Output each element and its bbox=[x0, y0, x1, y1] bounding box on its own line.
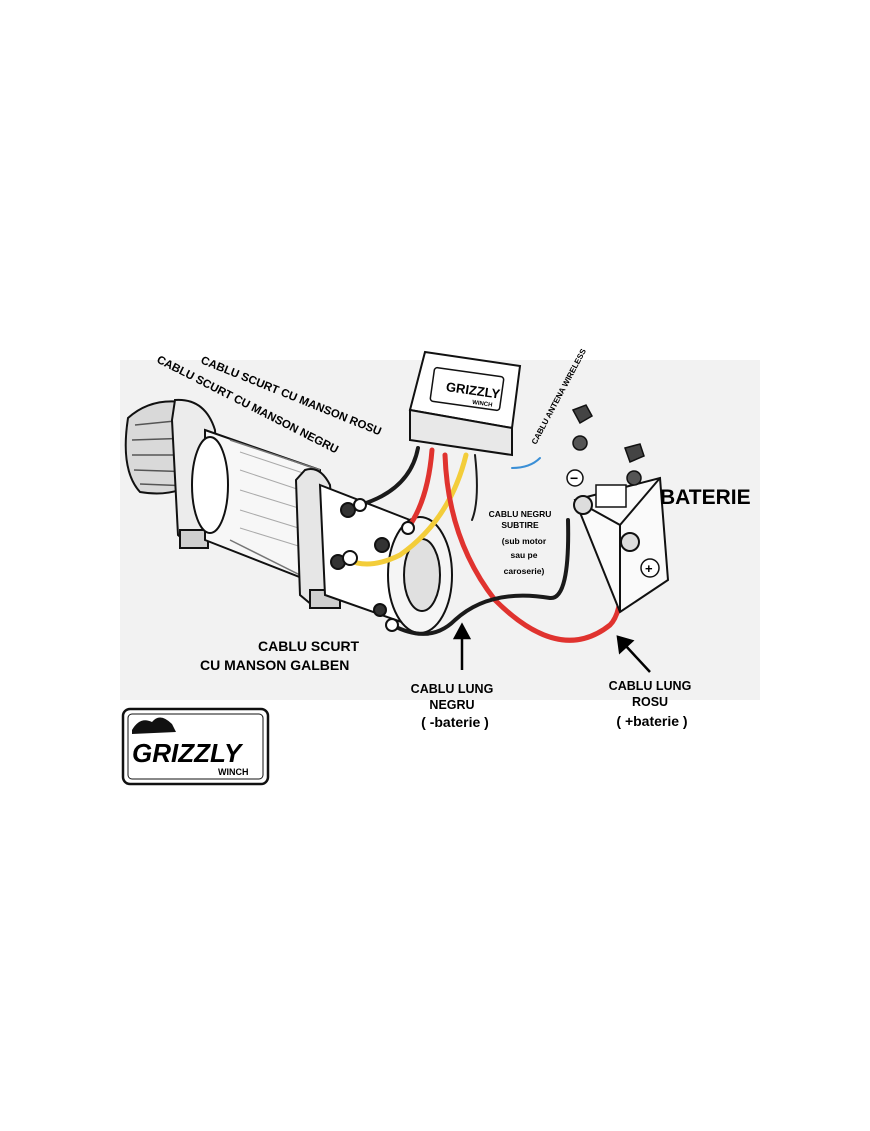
antenna-wire bbox=[511, 457, 541, 469]
label-thin-black-note-3: caroserie) bbox=[504, 566, 545, 576]
long-black-cable bbox=[390, 518, 571, 636]
corner-logo-sub: WINCH bbox=[218, 767, 249, 777]
short-black-cable bbox=[358, 446, 420, 507]
battery-positive-post bbox=[620, 532, 640, 552]
battery-plus-label: + bbox=[645, 561, 653, 576]
battery-negative-post bbox=[573, 495, 593, 515]
battery-plus-symbol bbox=[640, 558, 660, 578]
thin-black-cable bbox=[471, 454, 478, 521]
bear-icon bbox=[132, 717, 176, 734]
battery: + bbox=[573, 476, 670, 614]
label-short-yellow-2: CU MANSON GALBEN bbox=[200, 657, 349, 673]
label-long-black-1: CABLU LUNG bbox=[411, 682, 494, 696]
ring-terminals bbox=[342, 498, 415, 632]
label-battery: BATERIE bbox=[660, 486, 751, 509]
label-long-black-3: ( -baterie ) bbox=[421, 714, 489, 730]
label-short-yellow-1: CABLU SCURT bbox=[258, 638, 360, 654]
label-thin-black-note-1: (sub motor bbox=[502, 536, 547, 546]
label-thin-black-note-2: sau pe bbox=[511, 550, 538, 560]
battery-hardware bbox=[566, 404, 645, 487]
control-box-sub: WINCH bbox=[472, 400, 493, 409]
winch-illustration bbox=[124, 398, 453, 634]
label-thin-black-2: SUBTIRE bbox=[501, 520, 539, 530]
label-long-red-1: CABLU LUNG bbox=[609, 679, 692, 693]
label-long-red-2: ROSU bbox=[632, 695, 668, 709]
label-long-black-2: NEGRU bbox=[429, 698, 474, 712]
label-long-red-3: ( +baterie ) bbox=[616, 713, 687, 729]
corner-logo-brand: GRIZZLY bbox=[132, 738, 244, 768]
label-thin-black-1: CABLU NEGRU bbox=[489, 509, 552, 519]
short-yellow-cable bbox=[345, 452, 469, 567]
grizzly-logo: GRIZZLY WINCH bbox=[121, 707, 270, 786]
arrows bbox=[452, 622, 651, 673]
control-box: GRIZZLY WINCH bbox=[408, 350, 522, 457]
battery-minus-label: − bbox=[570, 470, 578, 486]
